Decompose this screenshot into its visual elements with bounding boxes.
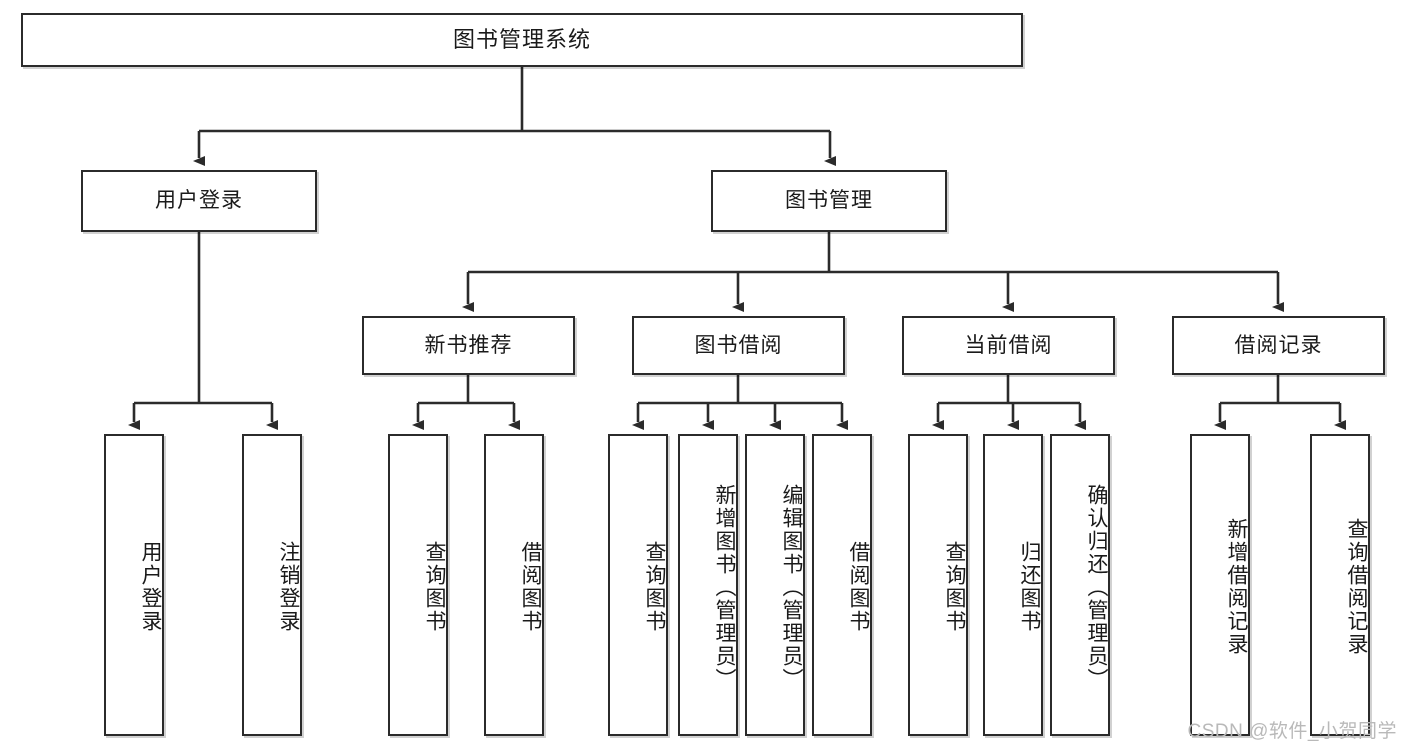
watermark: CSDN @软件_小贺同学 — [1187, 721, 1397, 742]
node-root[interactable]: 图书管理系统 — [21, 13, 1023, 67]
node-root-label: 图书管理系统 — [452, 26, 591, 52]
node-add-book-admin[interactable]: 新增图书（管理员） — [678, 434, 738, 736]
node-borrow-book-rec[interactable]: 借阅图书 — [484, 434, 544, 736]
node-user-login-leaf-label: 用户登录 — [139, 541, 162, 633]
edges-root-to-level2 — [193, 67, 836, 166]
node-query-book-borrow-label: 查询图书 — [643, 541, 666, 633]
node-query-book-rec-label: 查询图书 — [423, 541, 446, 633]
node-add-book-admin-label: 新增图书（管理员） — [713, 483, 736, 691]
node-edit-book-admin-label: 编辑图书（管理员） — [780, 483, 803, 691]
node-add-borrow-record[interactable]: 新增借阅记录 — [1190, 434, 1250, 736]
node-logout-login-leaf-label: 注销登录 — [277, 541, 300, 633]
node-book-borrow-label: 图书借阅 — [694, 333, 783, 357]
node-add-borrow-record-label: 新增借阅记录 — [1225, 518, 1248, 656]
node-borrow-book-rec-label: 借阅图书 — [519, 541, 542, 633]
edges-newbook-to-leaves — [412, 375, 520, 430]
node-confirm-return-admin[interactable]: 确认归还（管理员） — [1050, 434, 1110, 736]
node-query-book-current-label: 查询图书 — [943, 541, 966, 633]
node-current-borrow-label: 当前借阅 — [964, 333, 1053, 357]
node-logout-login-leaf[interactable]: 注销登录 — [242, 434, 302, 736]
node-book-manage-label: 图书管理 — [785, 189, 873, 213]
node-confirm-return-admin-label: 确认归还（管理员） — [1085, 483, 1108, 691]
node-query-borrow-record[interactable]: 查询借阅记录 — [1310, 434, 1370, 736]
node-query-book-rec[interactable]: 查询图书 — [388, 434, 448, 736]
node-user-login-leaf[interactable]: 用户登录 — [104, 434, 164, 736]
node-book-borrow[interactable]: 图书借阅 — [632, 316, 845, 375]
edges-bookborrow-to-leaves — [632, 375, 848, 430]
edges-userlogin-to-leaves — [128, 232, 278, 430]
node-borrow-record-label: 借阅记录 — [1234, 333, 1323, 357]
node-new-book-recommend[interactable]: 新书推荐 — [362, 316, 575, 375]
node-current-borrow[interactable]: 当前借阅 — [902, 316, 1115, 375]
node-return-book-label: 归还图书 — [1018, 541, 1041, 633]
edges-currentborrow-to-leaves — [932, 375, 1086, 430]
node-query-book-borrow[interactable]: 查询图书 — [608, 434, 668, 736]
edges-bookmanage-to-level3 — [462, 232, 1284, 312]
node-new-book-recommend-label: 新书推荐 — [424, 333, 513, 357]
node-book-manage[interactable]: 图书管理 — [711, 170, 947, 232]
node-borrow-book-borrow-label: 借阅图书 — [847, 541, 870, 633]
node-return-book[interactable]: 归还图书 — [983, 434, 1043, 736]
node-borrow-book-borrow[interactable]: 借阅图书 — [812, 434, 872, 736]
node-edit-book-admin[interactable]: 编辑图书（管理员） — [745, 434, 805, 736]
edges-borrowrecord-to-leaves — [1214, 375, 1346, 430]
node-query-book-current[interactable]: 查询图书 — [908, 434, 968, 736]
node-user-login[interactable]: 用户登录 — [81, 170, 317, 232]
node-borrow-record[interactable]: 借阅记录 — [1172, 316, 1385, 375]
node-query-borrow-record-label: 查询借阅记录 — [1345, 518, 1368, 656]
node-user-login-label: 用户登录 — [155, 189, 243, 213]
